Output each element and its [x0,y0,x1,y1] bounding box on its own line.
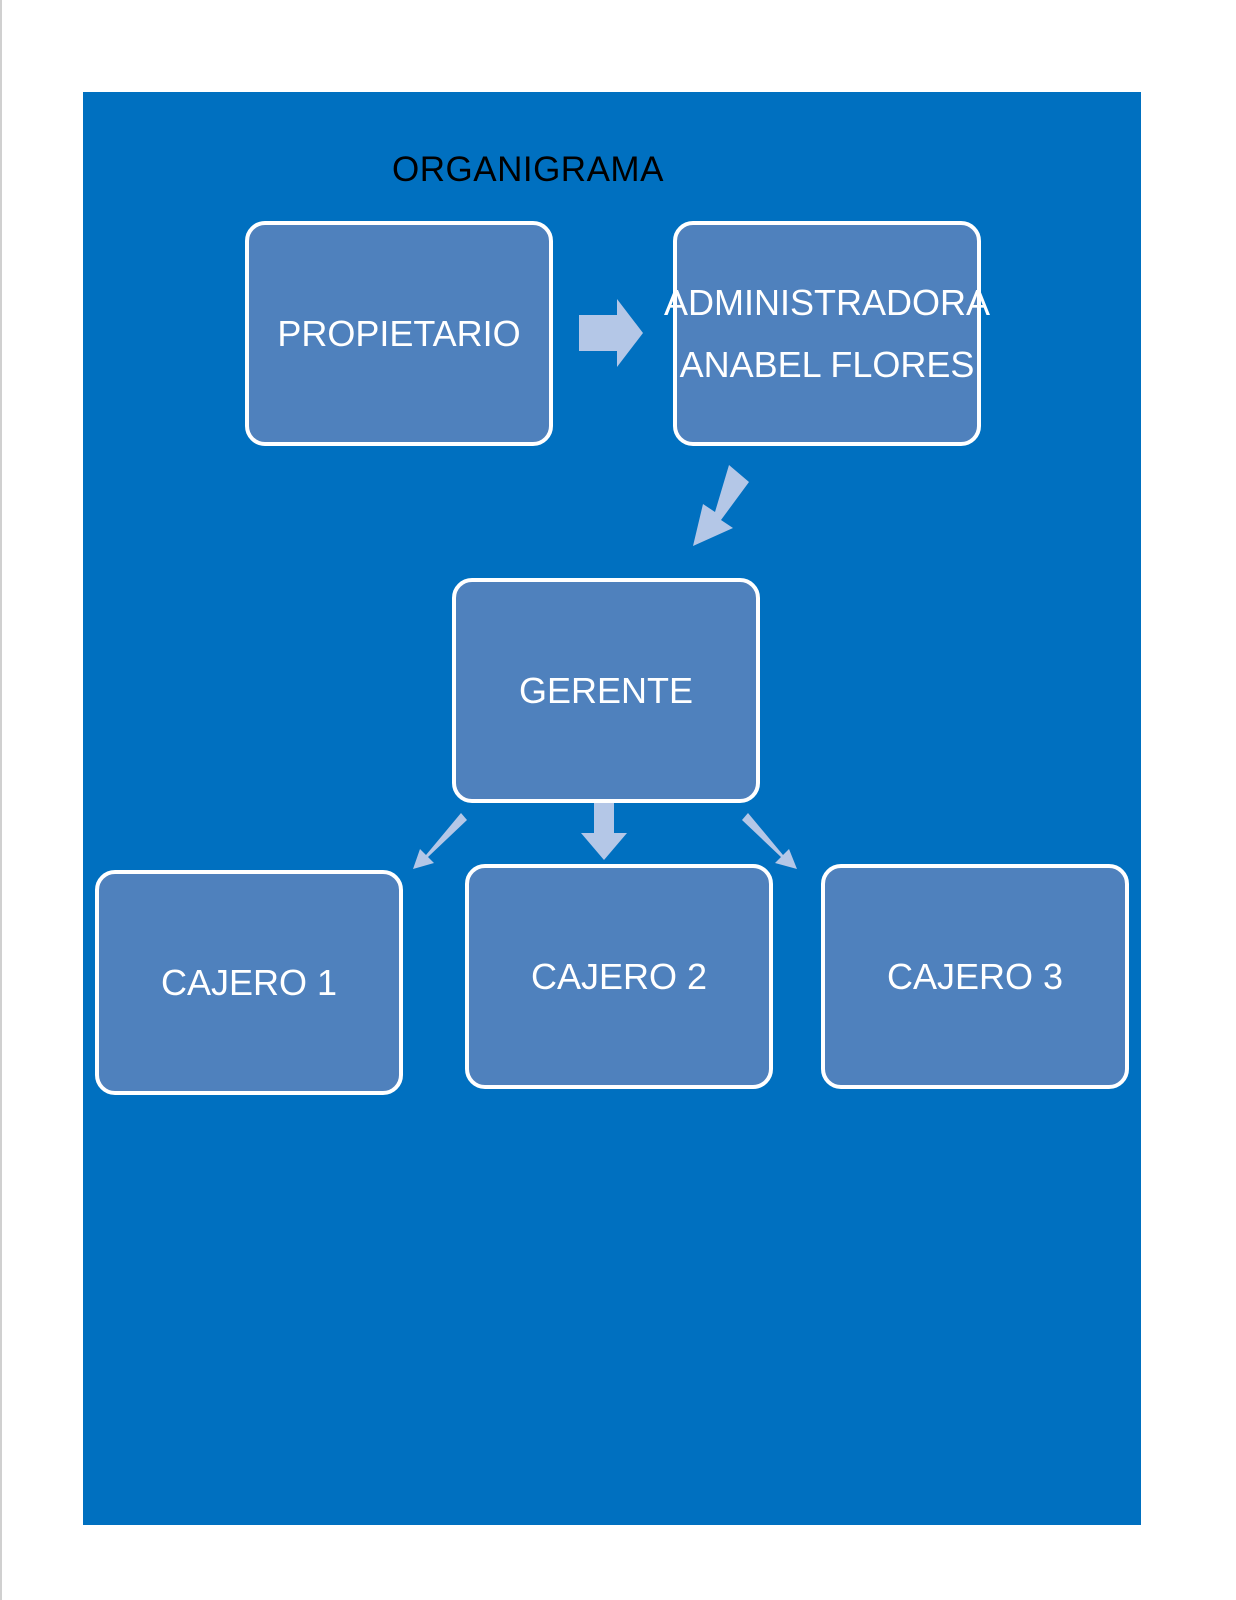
node-cajero-1[interactable]: CAJERO 1 [95,870,403,1095]
node-label-line2: ANABEL FLORES [679,343,975,385]
node-label: PROPIETARIO [277,312,521,354]
node-cajero-2[interactable]: CAJERO 2 [465,864,773,1089]
node-cajero-3[interactable]: CAJERO 3 [821,864,1129,1089]
page-edge [0,0,2,1600]
node-label-line1: ADMINISTRADORA [663,281,991,323]
diagram-title: ORGANIGRAMA [392,150,664,189]
node-propietario[interactable]: PROPIETARIO [245,221,553,446]
node-label: CAJERO 1 [160,961,338,1003]
node-label: CAJERO 3 [886,955,1064,997]
node-administradora[interactable]: ADMINISTRADORA ANABEL FLORES [664,221,990,446]
node-label: GERENTE [518,669,694,711]
node-gerente[interactable]: GERENTE [452,578,760,803]
node-label: CAJERO 2 [530,955,708,997]
